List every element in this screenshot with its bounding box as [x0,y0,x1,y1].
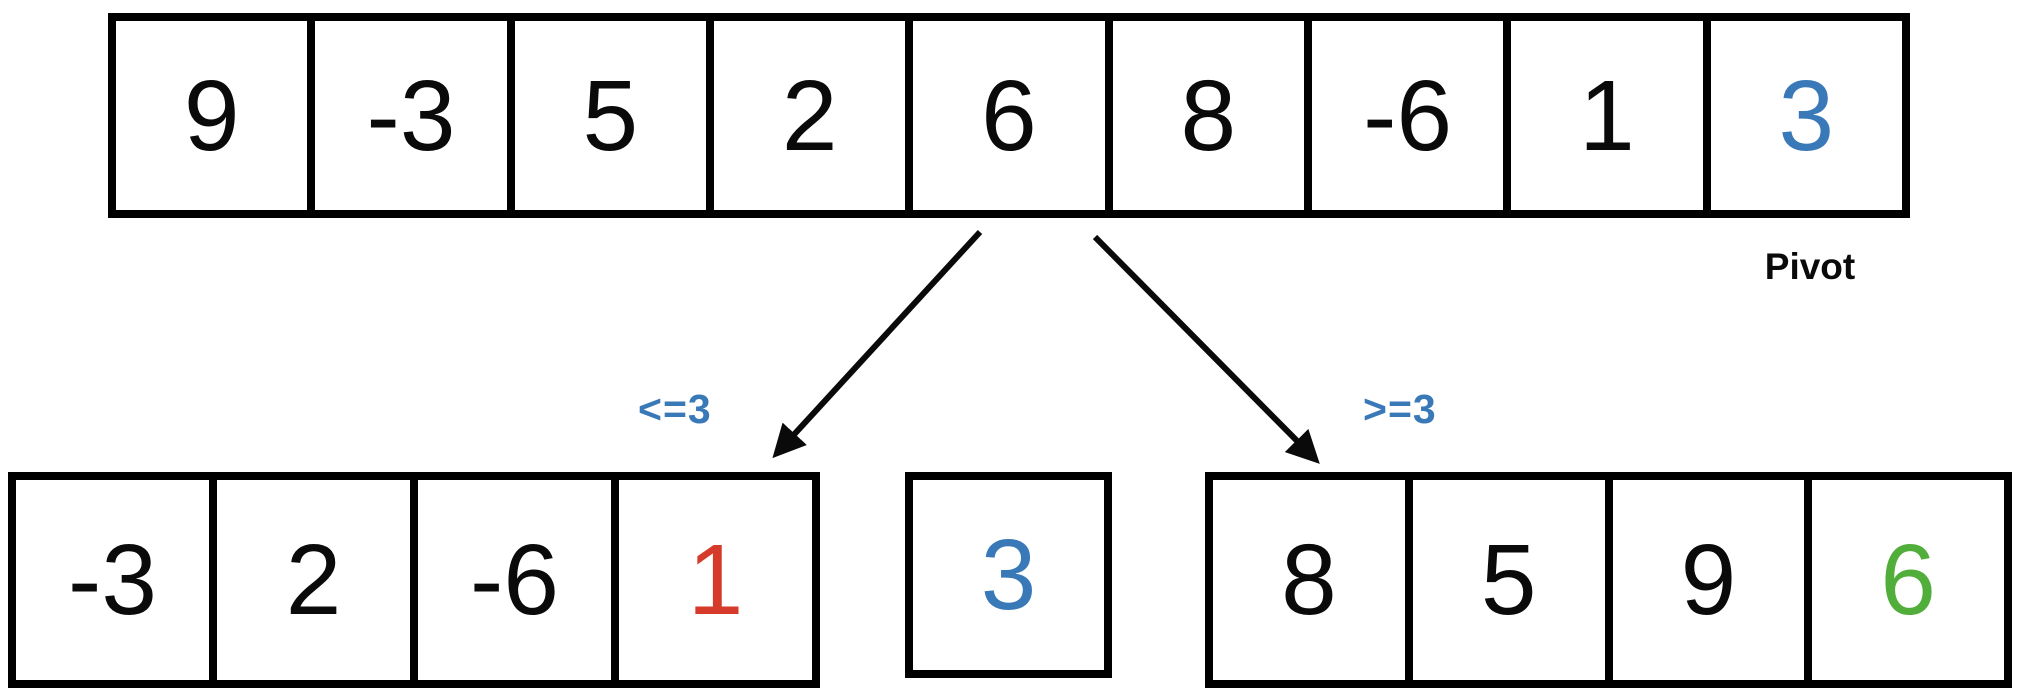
cell-value: 9 [183,59,240,172]
array-cell: 1 [1503,21,1702,210]
cell-value: 5 [582,59,639,172]
pivot-label: Pivot [1764,246,1856,287]
array-cell: -6 [1303,21,1503,210]
less-equal-condition-label: <=3 [638,386,712,432]
array-cell: 8 [1104,21,1304,210]
cell-value: 8 [1281,524,1337,636]
array-cell: 9 [116,21,307,210]
cell-value: -3 [68,524,157,636]
array-cell: 9 [1604,480,1805,680]
right-partition-arrow [1092,234,1320,464]
pivot-cell-value: 3 [1778,59,1835,172]
array-cell-highlighted: 6 [1804,480,2004,680]
array-cell: 2 [705,21,905,210]
cell-value: 2 [781,59,838,172]
left-partition-arrow [772,229,983,459]
cell-value: -3 [366,59,456,172]
cell-value: 1 [1579,59,1635,172]
less-equal-partition-array: -3 2 -6 1 [8,472,820,688]
cell-value: 9 [1680,524,1737,636]
cell-value: -6 [1363,59,1453,172]
cell-value: 2 [285,524,342,636]
cell-value: 6 [981,59,1037,172]
greater-equal-condition-label: >=3 [1363,386,1437,432]
array-cell: -6 [410,480,611,680]
array-cell: 5 [506,21,706,210]
array-cell: 2 [209,480,410,680]
cell-value: 8 [1180,59,1237,172]
array-cell: -3 [16,480,209,680]
pivot-box: 3 [905,472,1112,678]
cell-value-green: 6 [1880,524,1936,636]
array-cell: 8 [1213,480,1405,680]
array-cell: 5 [1404,480,1605,680]
array-cell-pivot: 3 [1702,21,1902,210]
input-array: 9 -3 5 2 6 8 -6 1 3 [108,13,1910,218]
greater-equal-partition-array: 8 5 9 6 [1205,472,2012,688]
cell-value: 5 [1480,524,1537,636]
array-cell-highlighted: 1 [611,480,812,680]
array-cell: 6 [905,21,1104,210]
cell-value-red: 1 [687,524,744,636]
cell-value: -6 [470,524,559,636]
pivot-box-value: 3 [980,519,1037,631]
array-cell: -3 [307,21,506,210]
pivot-box-cell: 3 [913,480,1104,670]
